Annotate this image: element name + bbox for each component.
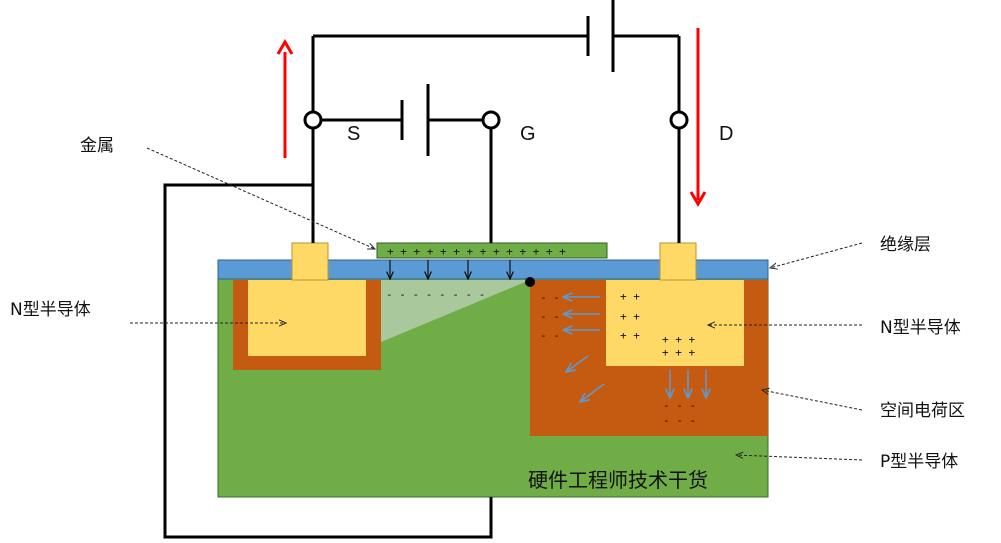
gate-field-arrows [390,260,510,279]
current-arrow-up [276,39,294,158]
drain-plus-4: + + + [662,333,695,346]
n-region-drain [606,280,744,366]
depletion-field-arrows [563,297,706,402]
drain-plus-1: + + [620,290,640,303]
current-arrow-down [689,28,707,207]
p-semiconductor-label: P型半导体 [880,452,958,472]
insulator-label: 绝缘层 [880,235,931,255]
pinch-off-point [525,277,535,287]
drain-terminal [669,110,689,130]
drain-battery [586,0,615,72]
insulator-layer [217,259,769,280]
drain-plus-3: + + [620,329,640,342]
drain-contact [659,242,697,281]
leader-lines [130,147,863,461]
drain-bottom-minus-2: - - - [663,414,696,427]
drain-plus-2: + + [620,310,640,323]
watermark: 硬件工程师技术干货 [528,468,708,492]
gate-label: G [520,123,536,145]
channel-charges: - - - - - - - - [386,288,485,301]
source-terminal [303,110,323,130]
space-charge-label: 空间电荷区 [880,401,965,421]
n-region-source [248,280,366,356]
gate-terminal [481,110,501,130]
inversion-channel [381,280,530,342]
circuit-wires [163,34,681,539]
depletion-minus-2: - - [540,310,560,323]
metal-label: 金属 [80,136,114,156]
n-semiconductor-right-label: N型半导体 [880,318,961,338]
n-semiconductor-left-label: N型半导体 [10,300,91,320]
drain-plus-5: + + + [662,346,695,359]
depletion-minus-1: - - [540,291,560,304]
source-label: S [347,123,360,145]
drain-label: D [719,123,733,145]
gate-charges: + + + + + + + + + + + + + + [387,245,566,258]
gate-battery [400,84,430,156]
drain-bottom-minus-1: - - - [663,399,696,412]
depletion-minus-3: - - [540,329,560,342]
source-contact [291,242,329,281]
